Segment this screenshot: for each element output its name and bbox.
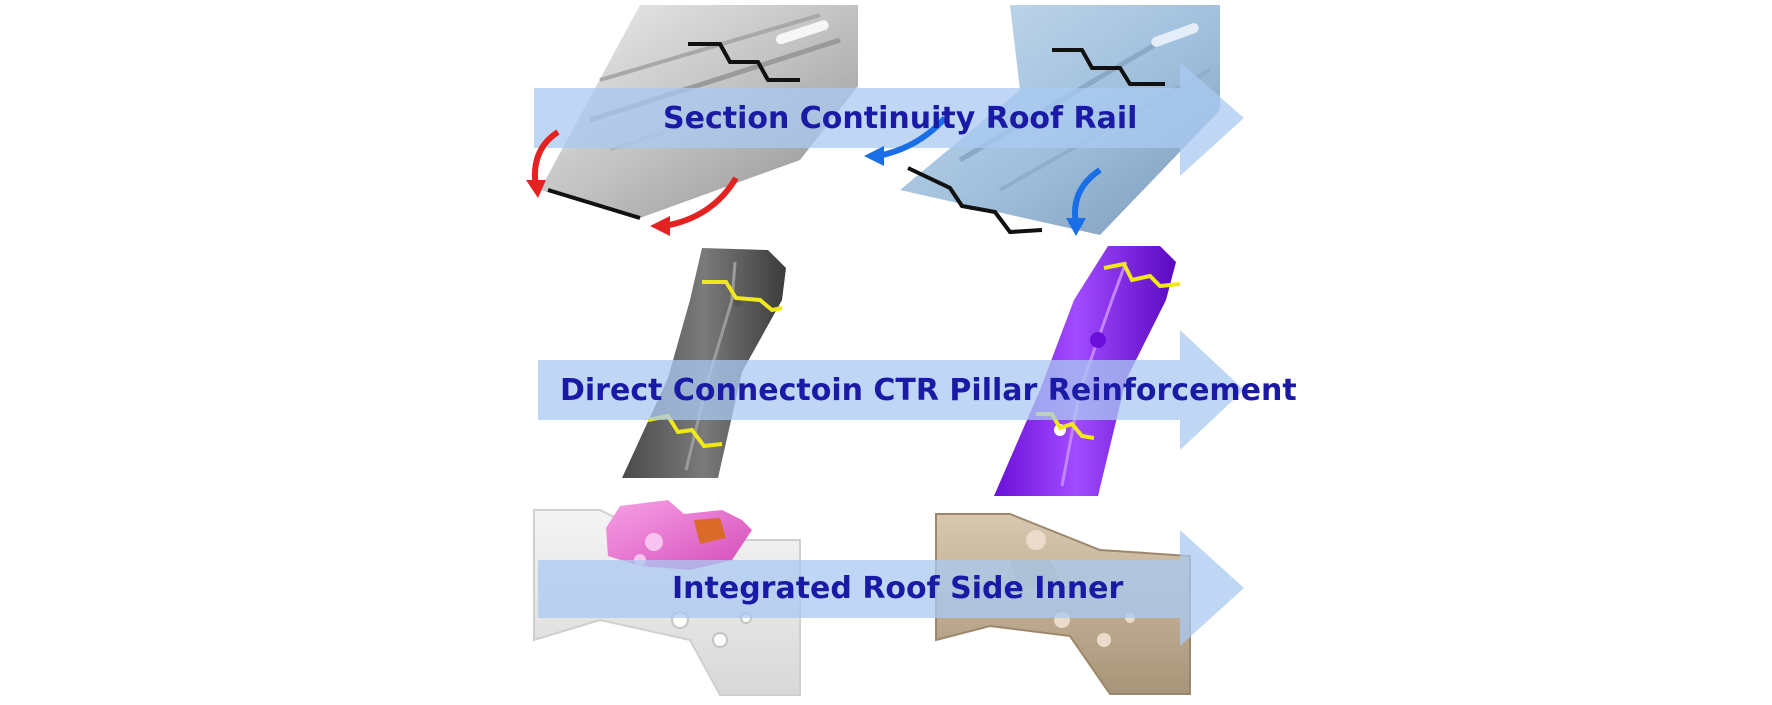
row-2-transition-arrow: [538, 330, 1244, 450]
gray-pillar-top-section-line: [702, 280, 783, 313]
pink-bracket-part: [606, 500, 752, 570]
row-1-section-continuity: Section Continuity Roof Rail: [526, 5, 1244, 236]
red-flow-arrow-right: [663, 176, 739, 229]
row-3-transition-arrow: [538, 530, 1244, 646]
row-3-label: Integrated Roof Side Inner: [672, 571, 1124, 606]
red-flow-arrow-left-head: [526, 180, 546, 198]
row-2-label: Direct Connectoin CTR Pillar Reinforceme…: [560, 373, 1297, 408]
row-3-integrated-roof-side: Integrated Roof Side Inner: [533, 500, 1244, 696]
gray-rail-section-line: [688, 42, 800, 82]
blue-flow-arrow-right-head: [1066, 218, 1086, 236]
blue-flow-arrow-right: [1072, 167, 1102, 225]
blue-rail-bottom-section-line: [907, 166, 1043, 235]
row-1-label: Section Continuity Roof Rail: [663, 101, 1137, 136]
red-flow-arrow-right-head: [650, 216, 670, 236]
purple-pillar-top-section-line: [1103, 261, 1181, 289]
blue-flow-arrow-left: [877, 115, 948, 159]
gray-rail-edge-line: [547, 188, 641, 220]
row-1-transition-arrow: [534, 62, 1244, 176]
row-2-direct-connection: Direct Connectoin CTR Pillar Reinforceme…: [538, 246, 1297, 496]
blue-flow-arrow-left-head: [864, 146, 884, 166]
blue-rail-top-section-line: [1052, 48, 1165, 86]
